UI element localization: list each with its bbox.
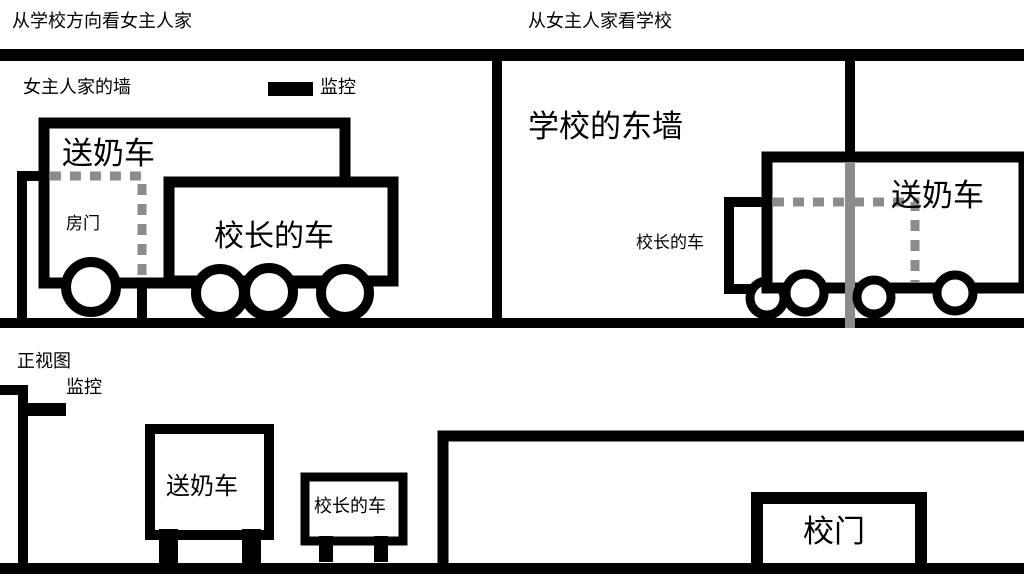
school-view-panel xyxy=(0,49,1024,328)
principal-car-body xyxy=(163,176,399,287)
legend-camera-label: 监控 xyxy=(320,77,356,98)
front-view-heading: 正视图 xyxy=(17,351,71,372)
bottom-ground-line xyxy=(0,563,1024,574)
milk-truck-rear xyxy=(145,424,274,540)
door-label: 房门 xyxy=(66,214,100,234)
door-dashed-outline xyxy=(50,171,147,278)
camera-pole-top xyxy=(0,385,28,395)
milk-truck-label-right: 送奶车 xyxy=(891,178,984,214)
door-frame xyxy=(17,171,46,322)
milk-truck-wheel-right xyxy=(932,270,978,316)
school-building-outline xyxy=(437,430,1024,568)
door-post xyxy=(137,282,147,322)
principal-car-tire xyxy=(319,536,333,562)
principal-car-tire xyxy=(374,536,388,562)
camera-block xyxy=(28,403,66,416)
school-east-wall-edge xyxy=(845,49,855,157)
panel-divider xyxy=(492,49,502,324)
front-camera-label: 监控 xyxy=(66,377,102,398)
school-gate-frame xyxy=(751,492,927,568)
milk-truck-wheel xyxy=(61,257,121,317)
home-view-heading: 从女主人家看学校 xyxy=(528,11,672,32)
principal-car-wheel xyxy=(191,264,249,322)
principal-car-label: 校长的车 xyxy=(214,219,334,254)
milk-truck-tire xyxy=(159,529,178,567)
school-gate-label: 校门 xyxy=(803,514,865,550)
school-east-wall-label: 学校的东墙 xyxy=(528,109,683,145)
legend-camera-swatch xyxy=(268,82,313,96)
door-dashed-outline-right xyxy=(773,197,920,282)
principal-car-wheel xyxy=(316,264,374,322)
wall-edge-behind-truck xyxy=(845,162,855,328)
camera-pole xyxy=(18,385,28,568)
school-view-heading: 从学校方向看女主人家 xyxy=(12,11,192,32)
milk-truck-tire xyxy=(242,529,261,567)
front-view-panel xyxy=(0,385,1024,574)
principal-car-label-right: 校长的车 xyxy=(636,233,704,253)
principal-car-wheel xyxy=(240,263,298,321)
milk-truck-label: 送奶车 xyxy=(62,136,155,172)
top-ground-line xyxy=(0,318,1024,328)
front-principal-car-label: 校长的车 xyxy=(314,496,386,517)
milk-truck-body-right xyxy=(761,151,1024,294)
home-wall-label: 女主人家的墙 xyxy=(23,77,131,98)
milk-truck-wheel-right xyxy=(781,269,829,317)
principal-car-rear xyxy=(300,472,408,546)
home-wall-frame xyxy=(0,49,1024,61)
milk-truck-wheel-right xyxy=(852,275,896,319)
front-milk-truck-label: 送奶车 xyxy=(166,472,238,500)
home-view-panel xyxy=(724,49,1024,328)
